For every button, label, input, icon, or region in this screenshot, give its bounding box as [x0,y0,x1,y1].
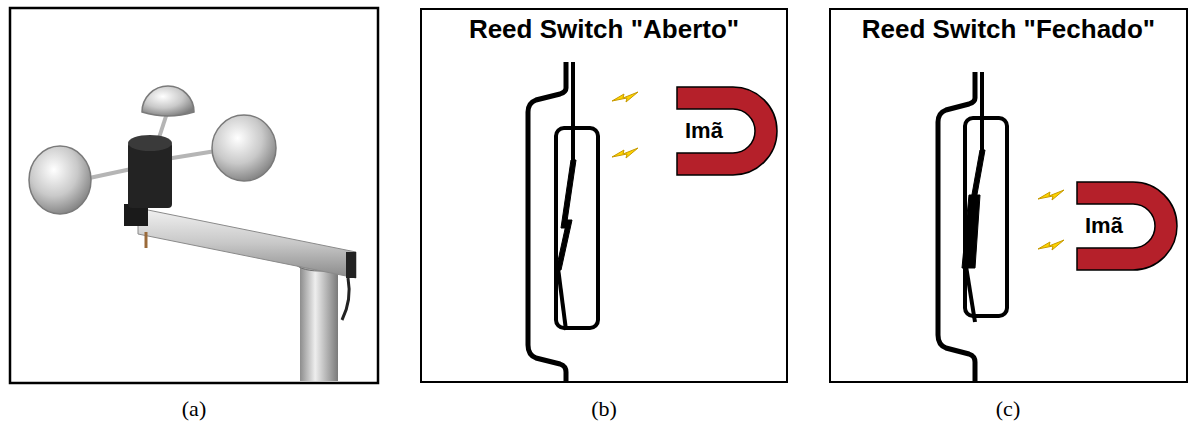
sensor-cable [342,278,349,320]
magnet-body [677,87,777,175]
magnet-label: Imã [677,87,723,175]
subfigure-label: (c) [996,396,1020,422]
magnetic-field-bolts [612,92,638,158]
panel-title: Reed Switch "Aberto" [469,14,739,45]
reed-switch-open [528,62,598,382]
subfigure-label: (a) [182,396,206,422]
figure-panel: Reed Switch "Aberto" Imã [420,8,788,383]
magnet-shape: Imã [1077,182,1177,270]
hub-body [128,142,172,208]
panel-title: Reed Switch "Fechado" [862,14,1155,45]
switch-lead [571,62,575,160]
cup [142,86,194,116]
support-bar [138,208,356,278]
figure-panel: Reed Switch "Fechado" Imã [829,8,1188,383]
cup [29,146,91,214]
reed-blade [971,150,985,200]
mount-pole [300,262,338,381]
subfigure-label: (b) [591,396,617,422]
magnet-shape: Imã [677,87,777,175]
bar-screw [145,232,148,248]
hub-cap [128,135,172,151]
reed-switch-closed [938,72,1007,382]
cup [212,115,276,181]
field-bolt [612,92,638,102]
field-bolt [1038,190,1064,200]
reed-blade [561,160,576,228]
reed-blade [556,220,572,270]
switch-lead [528,62,566,382]
field-bolt [612,148,638,158]
switch-lead [558,268,566,330]
panel-frame [10,8,378,383]
switch-lead [966,266,975,322]
anemometer-picture [29,86,356,381]
field-bolt [1038,240,1064,250]
magnet-label: Imã [1077,182,1123,270]
bar-end-cap [346,252,356,278]
magnetic-field-bolts [1038,190,1064,250]
switch-lead [980,72,984,152]
reed-blades-closed [962,195,980,268]
magnet-body [1077,182,1177,270]
